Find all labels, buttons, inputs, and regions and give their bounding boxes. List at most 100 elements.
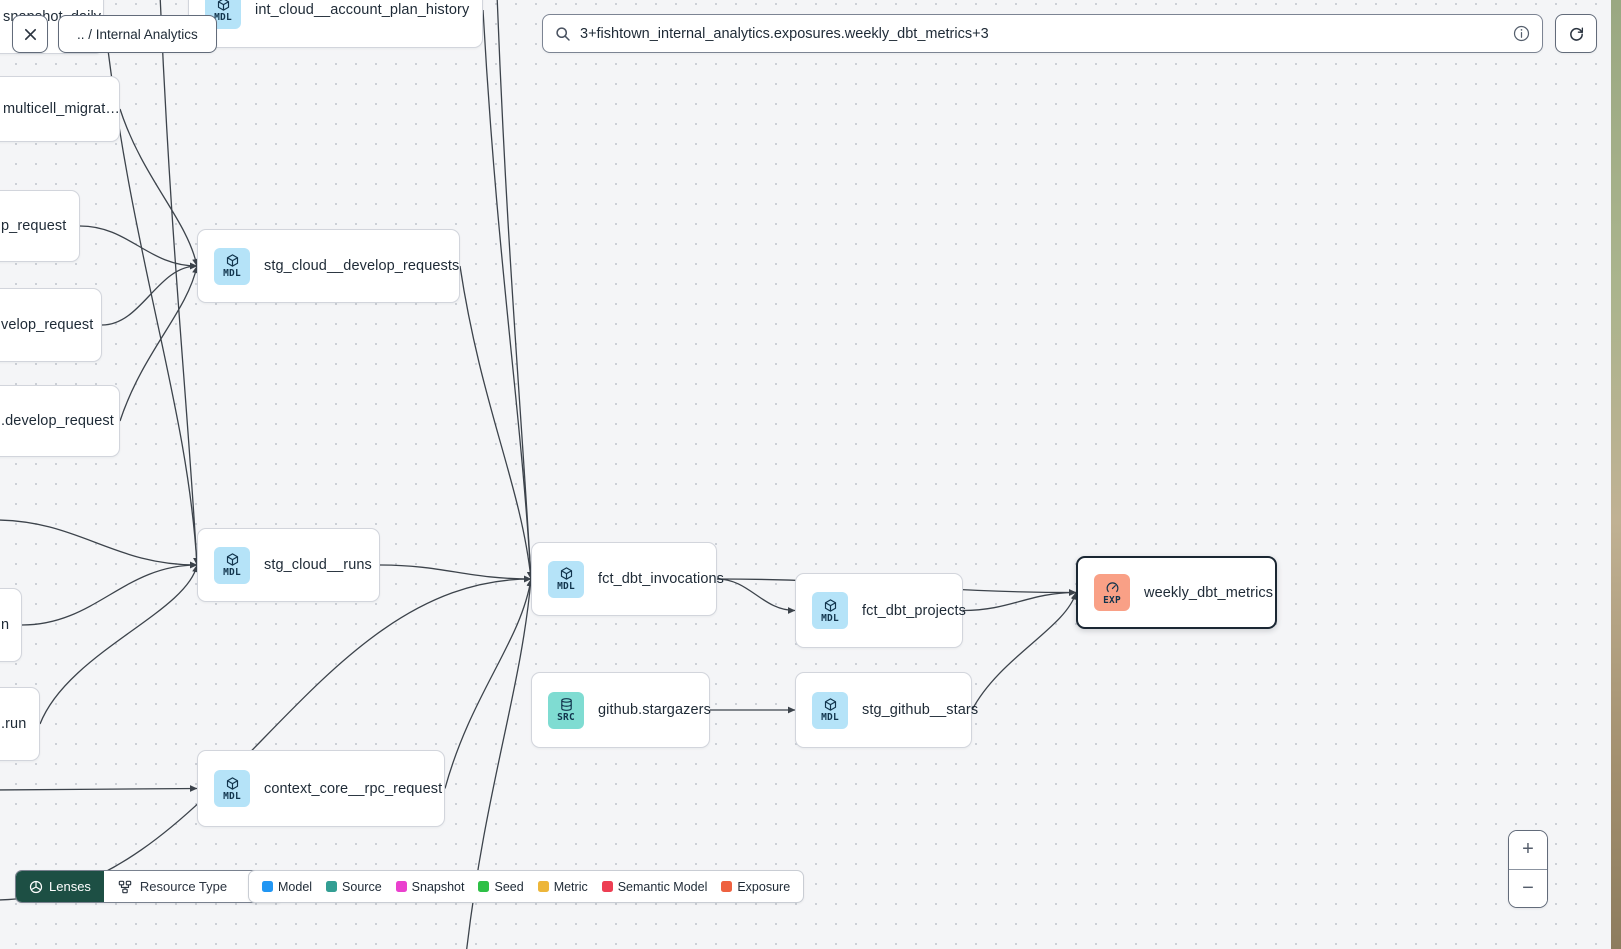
gauge-icon xyxy=(1106,581,1118,592)
lenses-icon xyxy=(29,880,43,893)
badge-label: MDL xyxy=(557,581,575,592)
legend-label: Model xyxy=(278,879,313,894)
legend-swatch xyxy=(601,881,613,892)
node-develop_request[interactable]: .develop_request xyxy=(0,385,120,457)
legend-item-semantic-model: Semantic Model xyxy=(601,879,708,894)
edge-fct_dbt_projects-to-weekly_dbt_metrics xyxy=(962,589,1077,612)
edge-port-top-to-fct_dbt_invocations xyxy=(496,0,534,580)
badge-label: SRC xyxy=(557,712,575,723)
breadcrumb-label: .. / Internal Analytics xyxy=(77,26,198,42)
node-label: context_core__rpc_request xyxy=(264,780,443,797)
cube-icon xyxy=(824,598,836,612)
badge-label: MDL xyxy=(223,790,241,802)
node-label: stg_cloud__develop_requests xyxy=(264,258,460,274)
model-badge: MDL xyxy=(214,770,250,807)
legend-label: Metric xyxy=(553,879,588,894)
zoom-out-button[interactable]: − xyxy=(1509,869,1547,907)
badge-label: MDL xyxy=(821,712,839,723)
legend-label: Exposure xyxy=(737,879,791,894)
legend-item-model: Model xyxy=(262,880,312,894)
legend-label: Semantic Model xyxy=(617,879,708,894)
legend-item-source: Source xyxy=(326,880,382,894)
model-badge: MDL xyxy=(214,247,250,285)
node-fct_dbt_projects[interactable]: MDL fct_dbt_projects xyxy=(795,573,966,648)
lineage-search xyxy=(542,14,1543,53)
node-label: fct_dbt_projects xyxy=(862,602,966,619)
legend-swatch xyxy=(326,881,338,892)
cube-icon xyxy=(226,776,238,790)
node-label: stg_cloud__runs xyxy=(264,557,372,573)
legend-swatch xyxy=(395,881,407,892)
badge-label: MDL xyxy=(214,12,232,23)
cube-icon xyxy=(560,567,572,580)
close-button[interactable] xyxy=(12,15,48,53)
resource-type-label: Resource Type xyxy=(139,879,228,894)
badge-label: MDL xyxy=(223,268,241,279)
cube-icon xyxy=(226,254,238,267)
node-label: int_cloud__account_plan_history xyxy=(255,2,470,18)
node-run_node[interactable]: .run xyxy=(0,687,40,761)
edge-multicell_migrat-to-stg_cloud__develop_requests xyxy=(119,108,199,267)
legend-item-metric: Metric xyxy=(537,879,588,894)
badge-label: EXP xyxy=(1103,594,1121,606)
node-label: github.stargazers xyxy=(598,702,711,718)
node-fct_dbt_invocations[interactable]: MDL fct_dbt_invocations xyxy=(531,542,724,616)
edge-fct_dbt_invocations-to-fct_dbt_projects xyxy=(716,578,796,614)
cube-icon xyxy=(217,0,229,11)
node-int_cloud__account_plan_history[interactable]: MDL int_cloud__account_plan_history xyxy=(188,0,483,48)
edge-context_core__rpc_request-to-fct_dbt_invocations xyxy=(444,578,534,789)
model-badge: MDL xyxy=(214,546,250,584)
legend-swatch xyxy=(721,881,733,892)
node-velop_request[interactable]: velop_request xyxy=(0,288,102,362)
node-stg_cloud__develop_requests[interactable]: MDL stg_cloud__develop_requests xyxy=(197,229,460,303)
desktop-wallpaper-edge xyxy=(1611,0,1621,949)
info-icon[interactable] xyxy=(1513,25,1530,42)
node-context_core__rpc_request[interactable]: MDL context_core__rpc_request xyxy=(197,750,445,827)
cube-icon xyxy=(824,698,836,711)
legend-item-snapshot: Snapshot xyxy=(395,879,465,894)
edge-int_cloud__account_plan_history-to-fct_dbt_invocations xyxy=(482,9,534,580)
edge-run_node-to-stg_cloud__runs xyxy=(39,564,199,725)
edge-velop_request-to-stg_cloud__develop_requests xyxy=(101,262,198,326)
model-badge: MDL xyxy=(812,691,848,729)
badge-label: MDL xyxy=(821,612,839,624)
node-label: p_request xyxy=(1,218,67,234)
node-stg_github__stars[interactable]: MDL stg_github__stars xyxy=(795,672,978,748)
node-label: stg_github__stars xyxy=(862,702,979,718)
breadcrumb[interactable]: .. / Internal Analytics xyxy=(58,15,217,53)
edge-port-topleft-to-stg_cloud__runs xyxy=(159,0,200,566)
search-input[interactable] xyxy=(580,25,1504,42)
edge-develop_request-to-stg_cloud__develop_requests xyxy=(119,265,199,422)
lenses-label: Lenses xyxy=(49,879,91,894)
cube-icon xyxy=(226,553,238,566)
legend-swatch xyxy=(537,881,549,892)
edge-n_node-to-stg_cloud__runs xyxy=(21,561,198,626)
edge-p_request-to-stg_cloud__develop_requests xyxy=(79,225,198,270)
legend-swatch xyxy=(262,881,273,892)
node-label: fct_dbt_invocations xyxy=(598,571,725,587)
exposure-badge: EXP xyxy=(1094,574,1130,611)
resource-type-legend: Model Source Snapshot Seed Metric Semantic Mo… xyxy=(248,870,805,903)
lenses-button[interactable]: Lenses xyxy=(16,871,104,902)
node-label: multicell_migrat… xyxy=(3,101,120,117)
database-icon xyxy=(560,698,572,711)
legend-swatch xyxy=(478,881,490,892)
edge-port-bottomleft-sweep-to-fct_dbt_invocations xyxy=(0,575,532,901)
legend-item-seed: Seed xyxy=(478,880,524,894)
node-label: .develop_request xyxy=(1,413,114,429)
node-stg_cloud__runs[interactable]: MDL stg_cloud__runs xyxy=(197,528,380,602)
edge-port-left-context-to-context_core__rpc_request xyxy=(0,785,198,792)
node-multicell_migrat[interactable]: multicell_migrat… xyxy=(0,76,120,142)
zoom-in-button[interactable]: + xyxy=(1509,831,1547,870)
source-badge: SRC xyxy=(548,691,584,729)
node-n_node[interactable]: n xyxy=(0,588,22,662)
edge-stg_cloud__develop_requests-to-fct_dbt_invocations xyxy=(459,265,534,580)
node-p_request[interactable]: p_request xyxy=(0,190,80,262)
refresh-button[interactable] xyxy=(1555,14,1597,53)
edge-stg_cloud__runs-to-fct_dbt_invocations xyxy=(379,564,532,583)
node-github.stargazers[interactable]: SRC github.stargazers xyxy=(531,672,711,748)
edge-stg_github__stars-to-weekly_dbt_metrics xyxy=(971,592,1078,711)
legend-label: Snapshot xyxy=(411,879,465,894)
